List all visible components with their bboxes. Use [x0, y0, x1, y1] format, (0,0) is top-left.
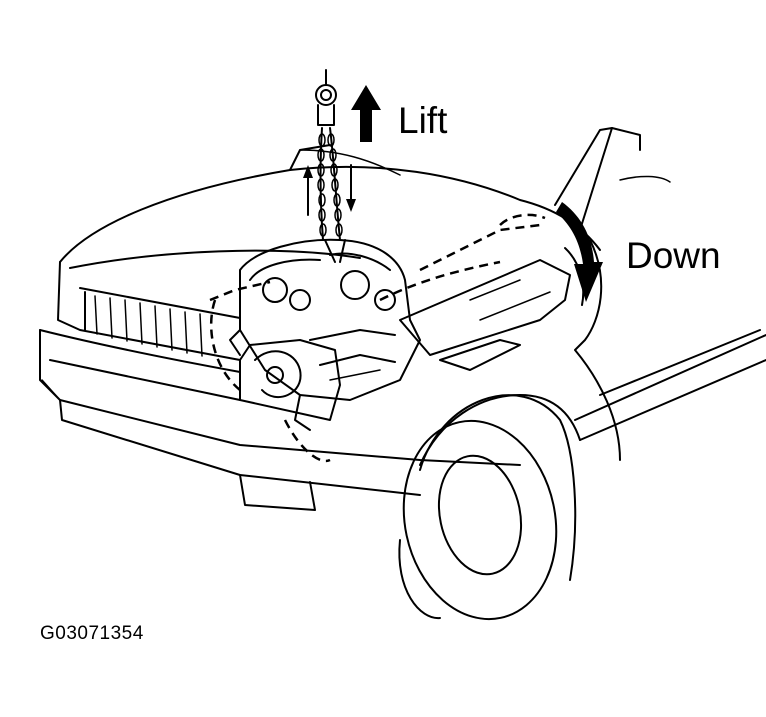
engine-assembly	[209, 213, 571, 463]
lift-label: Lift	[398, 100, 448, 141]
down-curved-arrow-icon	[556, 202, 603, 302]
chain-hoist	[315, 69, 343, 241]
down-label: Down	[626, 235, 721, 276]
vehicle-body	[39, 127, 766, 621]
figure-id: G03071354	[40, 623, 144, 644]
lift-arrow-icon	[351, 85, 381, 142]
fender-edge	[564, 247, 585, 306]
chain-down-arrow-icon	[346, 164, 356, 212]
chain-up-arrow-icon	[303, 165, 313, 216]
